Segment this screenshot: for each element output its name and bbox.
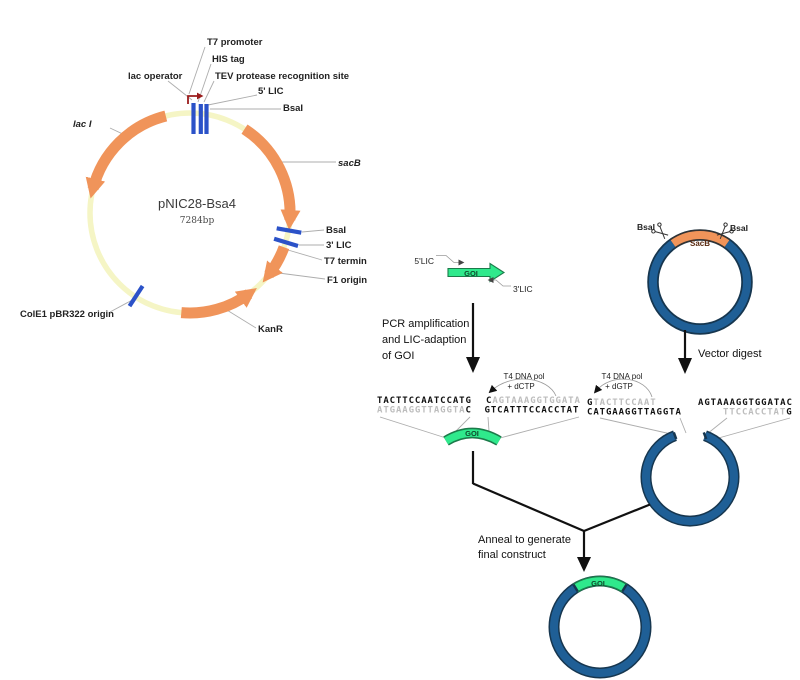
insert-t4-treatment: T4 DNA pol + dCTP TACTTCCAATCCATG ATGAAG… [377,372,581,446]
pcr-step: PCR amplification and LIC-adaption of GO… [382,303,480,373]
kanr-arc [180,288,257,319]
label-kanr: KanR [258,324,283,335]
pcr-step-text-3: of GOI [382,350,414,362]
lac-i-arc [85,110,168,199]
insert-seq-left-top: TACTTCCAATCCATG [377,396,472,406]
primer-3lic-glyph [487,277,511,287]
label-his-tag: HIS tag [212,54,245,65]
t7term-f1-arc [262,245,290,283]
vector-seq-right-bottom: TTCCACCTATG [723,408,793,418]
vector-seq-right-top: AGTAAAGGTGGATAC [698,398,793,408]
plasmid-feature-marks [127,103,302,308]
goi-pcr-product: 5'LIC GOI 3'LIC [414,255,533,294]
scissors-icon [651,222,669,240]
plasmid-gene-arcs [85,110,301,319]
insert-t4-nucleotide: + dCTP [507,382,534,391]
insert-seq-left-bottom: ATGAAGGTTAGGTAC [377,406,472,416]
plasmid-size: 7284bp [180,216,215,226]
vector-seq-left-bottom: CATGAAGGTTAGGTA [587,408,682,418]
insert-seq-right-bottom: GTCATTTCCACCTAT [485,406,580,416]
insert-seq-right-top: CAGTAAAGGTGGATA [486,396,581,406]
label-f1-origin: F1 origin [327,275,367,286]
vector-digest-text: Vector digest [698,348,762,360]
label-sacb: sacB [338,158,361,169]
digested-vector [640,430,740,527]
vector-t4-nucleotide: + dGTP [605,382,633,391]
pcr-step-text-1: PCR amplification [382,318,469,330]
pcr-step-text-2: and LIC-adaption [382,334,466,346]
label-tev-site: TEV protease recognition site [215,71,349,82]
label-bsai-right: BsaI [326,225,346,236]
t7-promoter-arrow [187,92,204,104]
final-goi-label: GOI [591,579,605,588]
label-bsai-top: BsaI [283,103,303,114]
sacb-segment-label: SacB [690,239,710,248]
lic3-mark [273,236,299,249]
sacb-arc [241,124,301,230]
label-bsai-vector-left: BsaI [637,222,655,232]
vector-digest-step: Vector digest [678,330,762,374]
anneal-text-1: Anneal to generate [478,534,571,546]
vector-seq-left-top: GTACTTCCAAT [587,398,657,408]
final-construct: GOI [548,575,652,679]
cole1-mark [127,284,145,308]
anneal-step: Anneal to generate final construct [471,451,651,572]
vector-t4-treatment: T4 DNA pol + dGTP GTACTTCCAAT CATGAAGGTT… [587,372,793,527]
bsai-right-mark [276,226,302,235]
insert-t4-enzyme: T4 DNA pol [504,372,545,381]
label-cole1: ColE1 pBR322 origin [20,309,114,320]
vector-t4-enzyme: T4 DNA pol [602,372,643,381]
parent-vector: SacB BsaI BsaI [637,222,753,335]
goi-fragment-label: GOI [465,429,479,438]
primer-5lic-glyph [436,255,465,266]
label-5lic-primer: 5'LIC [414,256,434,266]
plasmid-map: T7 promoter HIS tag TEV protease recogni… [20,37,367,335]
label-lac-operator: lac operator [128,71,183,82]
label-t7-promoter: T7 promoter [207,37,263,48]
plasmid-leader-lines [109,46,336,329]
label-3lic-primer: 3'LIC [513,284,533,294]
label-bsai-vector-right: BsaI [730,223,748,233]
scissors-icon [716,222,734,240]
plasmid-name: pNIC28-Bsa4 [158,196,236,211]
label-5lic: 5' LIC [258,86,284,97]
label-lac-i: lac I [73,119,92,130]
label-3lic: 3' LIC [326,240,352,251]
goi-arrow-label: GOI [464,269,478,278]
anneal-text-2: final construct [478,549,546,561]
label-t7-terminator: T7 termin [324,256,367,267]
